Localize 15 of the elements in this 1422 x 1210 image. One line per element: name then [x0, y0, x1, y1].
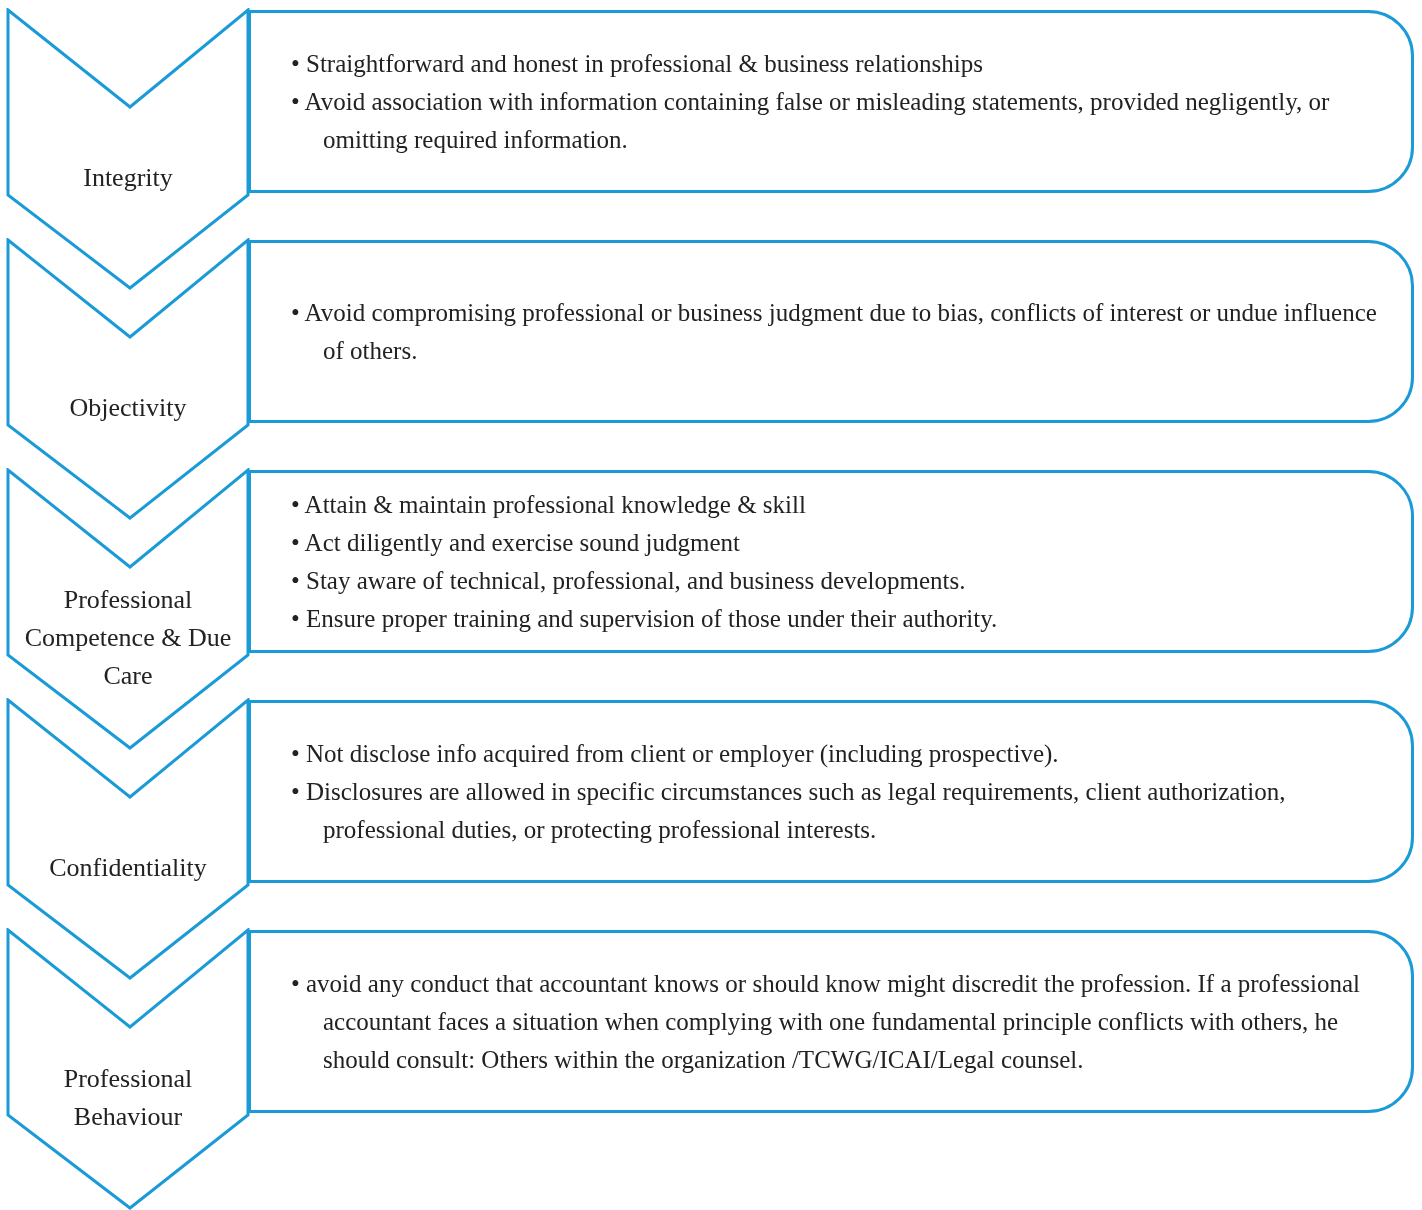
- bullet-point: • Disclosures are allowed in specific circumstances such as legal requirements, client authorization, professional duties, or protecting professional interests.: [291, 776, 1287, 845]
- bullet-point: • avoid any conduct that accountant knows or should know might discredit the profession. If a professional accountant faces a situation when complying with one fundamental principle conflicts with others, he should consult: Others within the organization /TCWG/ICAI/Legal counsel.: [291, 968, 1361, 1075]
- bullet-point: • Avoid compromising professional or business judgment due to bias, conflicts of interest or undue influence of others.: [291, 297, 1378, 366]
- principle-label: Professional Behaviour: [62, 1063, 194, 1133]
- bullet-point: • Ensure proper training and supervision of those under their authority.: [291, 603, 998, 634]
- principle-label: Confidentiality: [48, 852, 208, 884]
- bullet-point: • Avoid association with information containing false or misleading statements, provided negligently, or omitting required information.: [291, 86, 1331, 155]
- principle-label: Integrity: [82, 162, 174, 194]
- bullet-point: • Attain & maintain professional knowledge & skill: [291, 489, 807, 520]
- principle-label: Objectivity: [68, 392, 188, 424]
- principle-label: Professional Competence & Due Care: [23, 584, 233, 692]
- bullet-point: • Straightforward and honest in professional & business relationships: [291, 48, 984, 79]
- bullet-point: • Stay aware of technical, professional, and business developments.: [291, 565, 967, 596]
- bullet-point: • Act diligently and exercise sound judgment: [291, 527, 741, 558]
- bullet-point: • Not disclose info acquired from client or employer (including prospective).: [291, 738, 1060, 769]
